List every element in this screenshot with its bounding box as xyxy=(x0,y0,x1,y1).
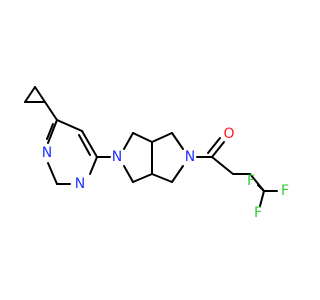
bicycle-nitrogen-left: N xyxy=(112,149,122,165)
carbonyl-oxygen: O xyxy=(223,126,234,142)
fluorine-right: F xyxy=(281,183,289,199)
atom-labels: N N N N O F F F xyxy=(42,126,289,221)
pyrimidine-nitrogen-1: N xyxy=(42,145,52,161)
pyrimidine-nitrogen-2: N xyxy=(75,176,85,192)
bond-lines xyxy=(24,86,278,207)
fluorine-top: F xyxy=(247,173,255,189)
fluorine-bottom: F xyxy=(254,205,262,221)
bicycle-nitrogen-right: N xyxy=(185,149,195,165)
molecular-structure-diagram: N N N N O F F F xyxy=(24,86,289,221)
